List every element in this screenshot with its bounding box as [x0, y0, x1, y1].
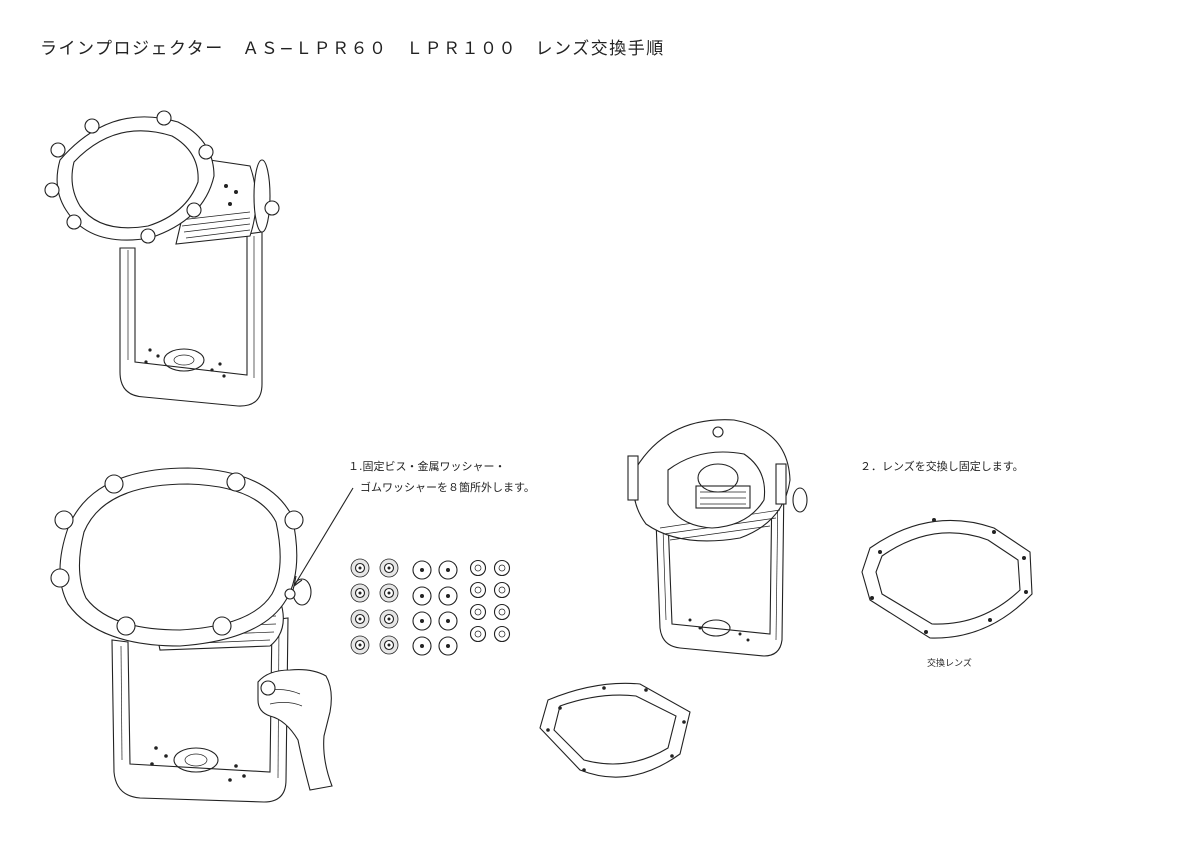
step-2-line-1: ２．レンズを交換し固定します。: [860, 460, 1024, 473]
step-1-line-2: ゴムワッシャーを８箇所外します。: [360, 481, 535, 494]
projector-assembled-illustration: [44, 110, 280, 407]
projector-lens-removed-illustration: [627, 419, 808, 657]
step-2-text: ２．レンズを交換し固定します。: [860, 456, 1024, 477]
new-lens-caption: 交換レンズ: [927, 659, 972, 669]
replacement-lens-illustration: [861, 518, 1033, 639]
fixing-screws: [469, 559, 511, 643]
projector-screw-removal-illustration: [50, 467, 354, 803]
rubber-washers: [350, 558, 399, 655]
metal-washers: [412, 560, 458, 656]
page-title: ラインプロジェクター ＡＳ−ＬＰＲ６０ ＬＰＲ１００ レンズ交換手順: [40, 39, 665, 59]
step-1-line-1: １.固定ビス・金属ワッシャー・: [348, 460, 506, 473]
step-1-text: １.固定ビス・金属ワッシャー・ ゴムワッシャーを８箇所外します。: [348, 456, 535, 498]
removed-parts-grid: [350, 558, 511, 656]
removed-old-lens-illustration: [539, 682, 691, 778]
